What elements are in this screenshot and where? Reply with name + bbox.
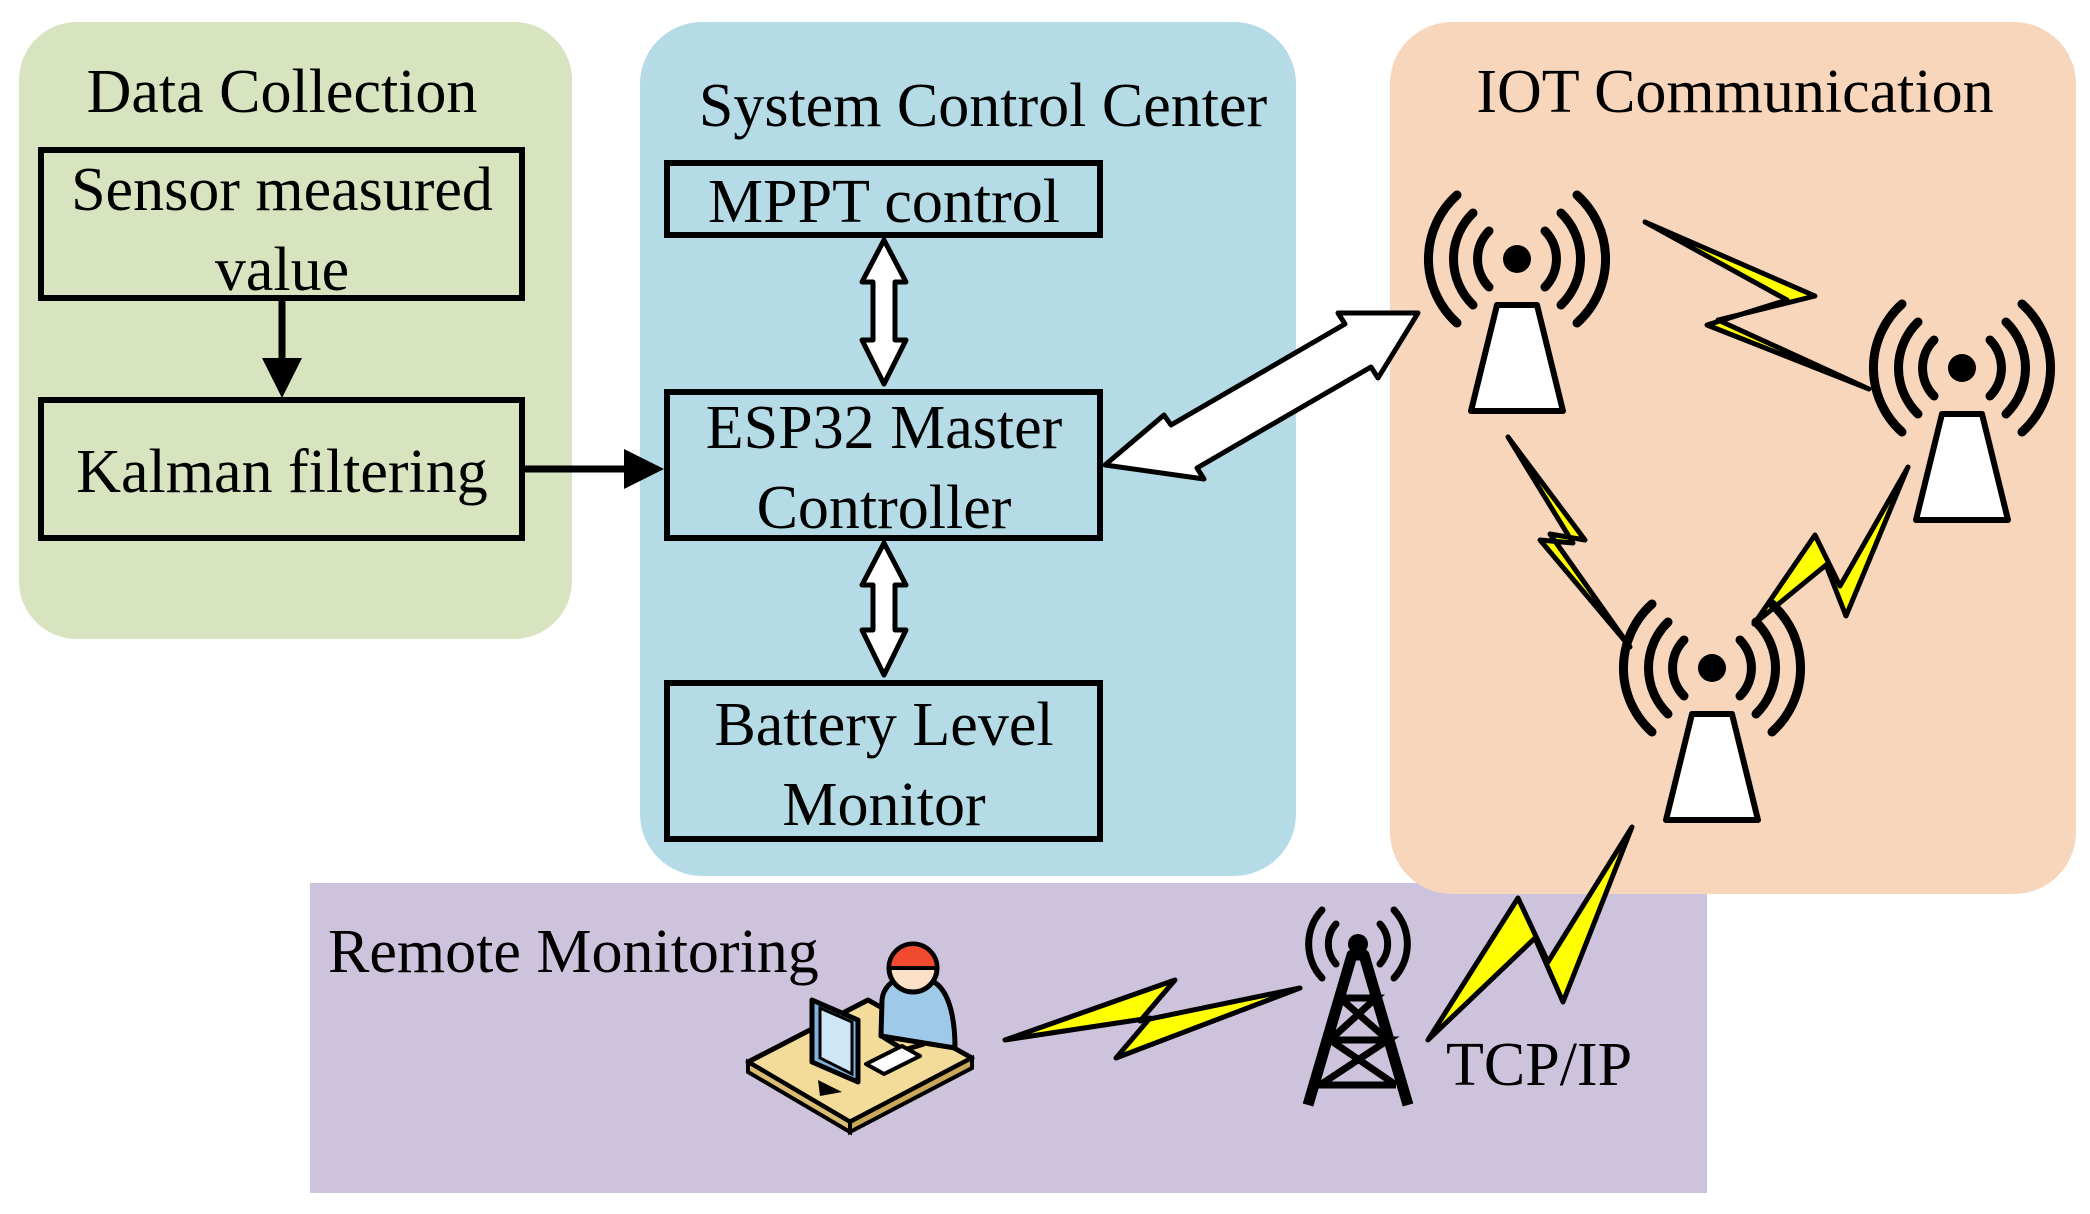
remote-monitoring-title: Remote Monitoring bbox=[328, 918, 819, 986]
esp32-box-line-1: ESP32 Master bbox=[706, 394, 1063, 462]
iot-communication-panel bbox=[1390, 22, 2076, 894]
operator-workstation-icon bbox=[745, 941, 975, 1136]
double-arrow-esp32-battery bbox=[859, 540, 909, 678]
double-arrow-esp32-iot bbox=[1102, 310, 1421, 482]
sensor-box-line-2: value bbox=[215, 236, 349, 304]
battery-box-line-1: Battery Level bbox=[714, 691, 1053, 759]
arrowhead-kalman-to-esp32 bbox=[624, 449, 664, 489]
sensor-measured-box bbox=[38, 147, 525, 301]
double-arrow-mppt-esp32 bbox=[859, 237, 909, 387]
data-collection-panel bbox=[19, 22, 572, 639]
iot-communication-title: IOT Communication bbox=[1476, 58, 1993, 126]
mppt-box-label: MPPT control bbox=[708, 168, 1060, 236]
esp32-master-box bbox=[664, 389, 1103, 541]
arrowhead-sensor-to-kalman bbox=[262, 358, 302, 398]
cell-tower-icon bbox=[1302, 906, 1414, 1107]
battery-box-line-2: Monitor bbox=[782, 771, 986, 839]
tcp-ip-label: TCP/IP bbox=[1446, 1031, 1632, 1099]
mppt-control-box bbox=[664, 160, 1103, 238]
lightning-bolt-icon bbox=[1642, 219, 1872, 392]
kalman-filtering-box bbox=[38, 397, 525, 541]
data-collection-title: Data Collection bbox=[87, 58, 478, 126]
system-control-title: System Control Center bbox=[699, 72, 1268, 140]
sensor-box-line-1: Sensor measured bbox=[71, 156, 493, 224]
esp32-box-line-2: Controller bbox=[757, 474, 1012, 542]
battery-level-box bbox=[664, 680, 1103, 842]
kalman-box-label: Kalman filtering bbox=[76, 438, 487, 506]
lightning-bolt-icon bbox=[1002, 977, 1303, 1061]
lightning-bolt-icon bbox=[1425, 824, 1635, 1043]
